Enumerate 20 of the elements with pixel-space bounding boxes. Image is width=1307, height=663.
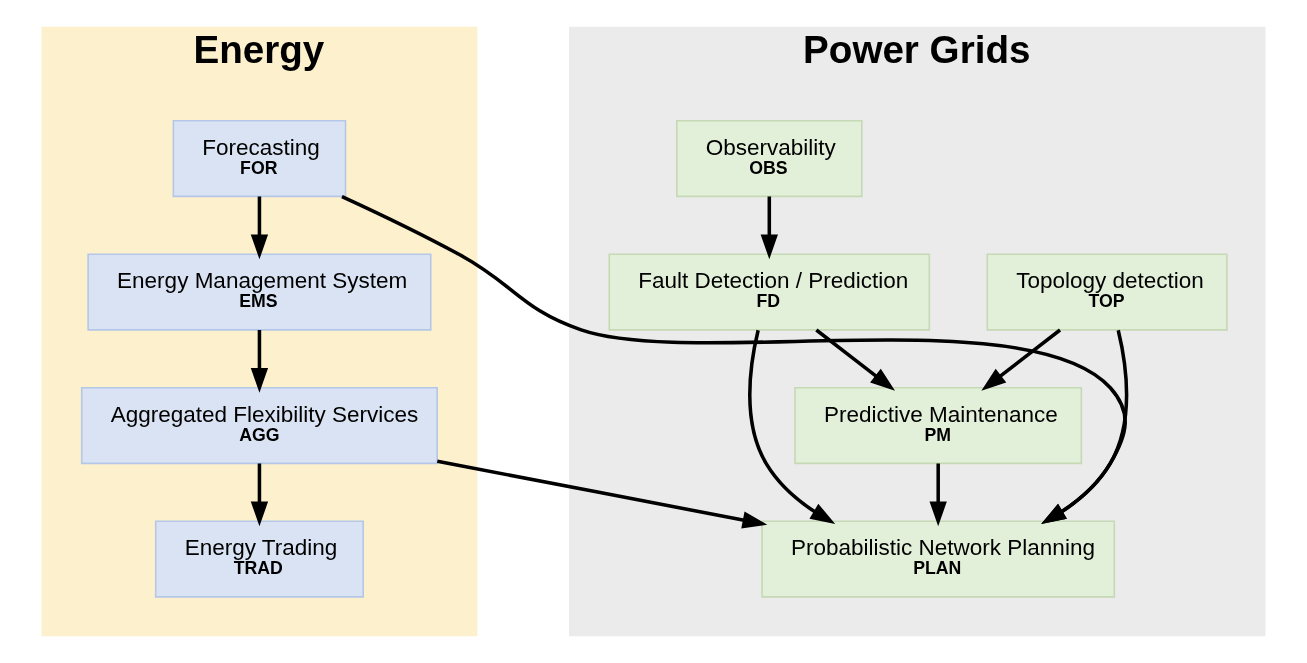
arrow xyxy=(981,328,1062,391)
arrow xyxy=(250,330,269,393)
arrow xyxy=(929,463,947,527)
node-box: Energy Trading TRAD xyxy=(154,520,364,598)
arrow xyxy=(760,196,778,260)
arrow xyxy=(748,329,836,524)
node-box: Observability OBS xyxy=(676,120,863,198)
node-box: Probabilistic Network Planning PLAN xyxy=(761,520,1116,598)
arrow xyxy=(250,463,269,527)
node-box: Aggregated Flexibility Services AGG xyxy=(80,387,438,465)
arrow xyxy=(250,196,269,260)
node-box: Topology detection TOP xyxy=(986,253,1228,331)
node-box: Fault Detection / Prediction FD xyxy=(608,253,931,331)
arrow xyxy=(341,195,1127,524)
node-box: Predictive Maintenance PM xyxy=(794,387,1083,465)
arrow xyxy=(815,328,896,391)
node-box: Forecasting FOR xyxy=(172,120,347,198)
node-box: Energy Management System EMS xyxy=(87,253,432,331)
arrow xyxy=(1041,329,1129,524)
arrow xyxy=(437,459,768,529)
